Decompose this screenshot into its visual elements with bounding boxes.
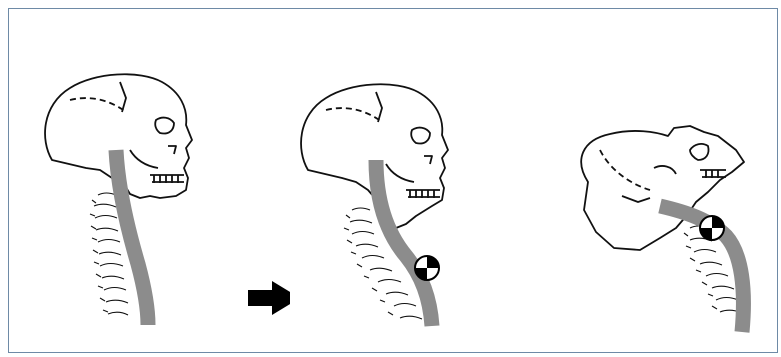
center-of-rotation-marker-icon xyxy=(415,256,439,280)
center-of-rotation-marker-icon xyxy=(700,216,724,240)
panel-neutral xyxy=(34,65,220,332)
panel-hyperextended xyxy=(566,118,756,333)
panel-flexed-transition xyxy=(290,78,470,334)
panel-hyperextended-bg xyxy=(566,118,756,333)
